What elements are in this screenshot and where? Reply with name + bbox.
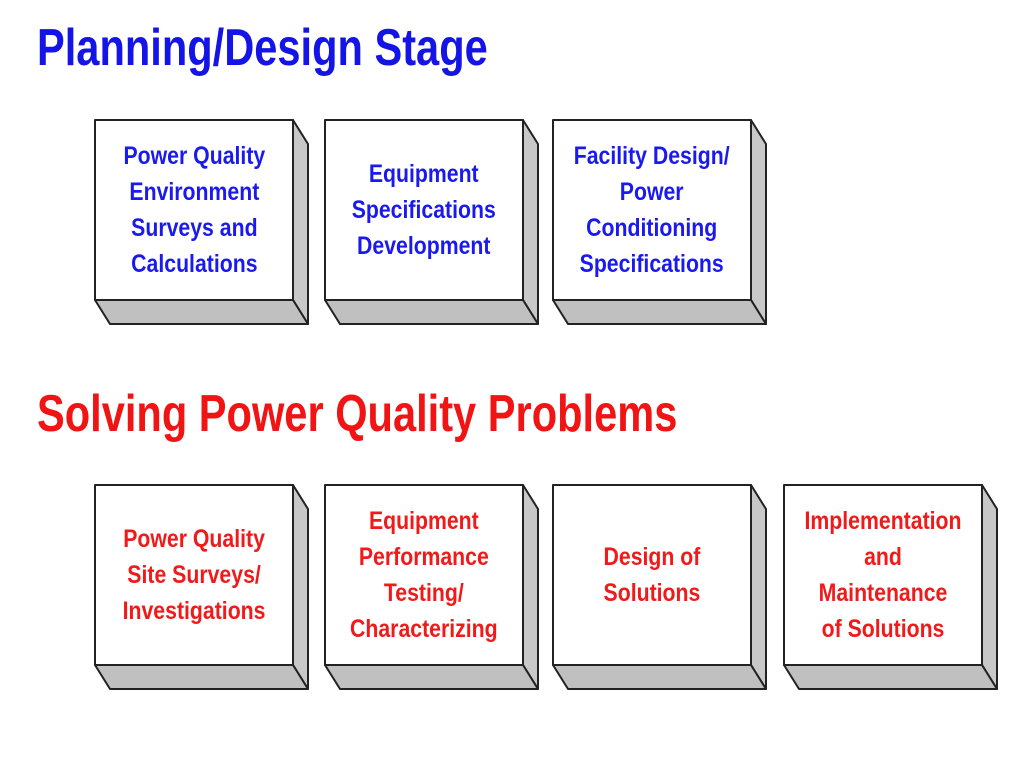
box-label: Design of Solutions bbox=[603, 543, 701, 607]
solving-box-site-surveys: Power Quality Site Surveys/ Investigatio… bbox=[94, 484, 309, 690]
box-label: Facility Design/ Power Conditioning Spec… bbox=[574, 142, 730, 278]
box-bevel bbox=[783, 484, 998, 690]
box-label: Equipment Specifications Development bbox=[351, 160, 497, 260]
solving-box-implementation: Implementation and Maintenance of Soluti… bbox=[783, 484, 998, 690]
box-bevel bbox=[552, 484, 767, 690]
solving-box-design-solutions: Design of Solutions bbox=[552, 484, 767, 690]
box-label: Power Quality Site Surveys/ Investigatio… bbox=[122, 525, 266, 625]
solving-problems-heading: Solving Power Quality Problems bbox=[37, 385, 678, 443]
solving-box-performance-testing: Equipment Performance Testing/ Character… bbox=[324, 484, 539, 690]
planning-design-stage-heading: Planning/Design Stage bbox=[37, 19, 488, 77]
planning-box-facility-design: Facility Design/ Power Conditioning Spec… bbox=[552, 119, 767, 325]
box-label: Power Quality Environment Surveys and Ca… bbox=[123, 142, 265, 278]
box-bevel bbox=[94, 484, 309, 690]
box-label: Equipment Performance Testing/ Character… bbox=[350, 507, 498, 643]
box-bevel bbox=[552, 119, 767, 325]
box-label: Implementation and Maintenance of Soluti… bbox=[804, 507, 962, 643]
planning-box-equipment-specs: Equipment Specifications Development bbox=[324, 119, 539, 325]
box-bevel bbox=[324, 484, 539, 690]
planning-box-surveys: Power Quality Environment Surveys and Ca… bbox=[94, 119, 309, 325]
box-bevel bbox=[94, 119, 309, 325]
box-bevel bbox=[324, 119, 539, 325]
